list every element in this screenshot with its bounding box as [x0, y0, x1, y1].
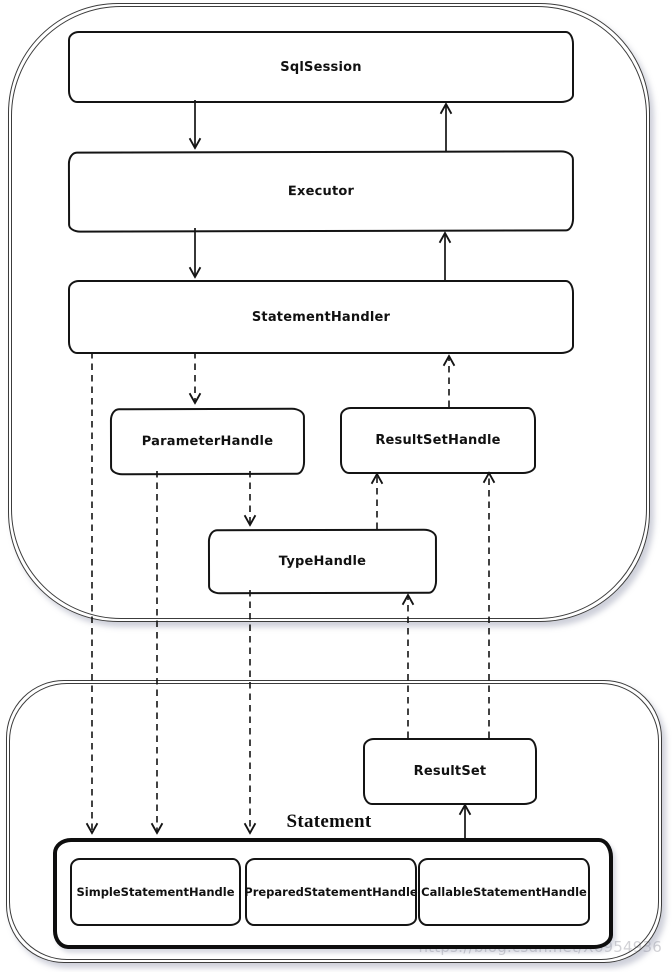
node-sqlsession: SqlSession [68, 31, 574, 103]
node-prepared-statement-handle: PreparedStatementHandle [244, 858, 418, 926]
node-sqlsession-label: SqlSession [280, 59, 362, 75]
node-resultset-label: ResultSet [413, 764, 487, 779]
node-callable-statement-handle-label: CallableStatementHandle [421, 885, 587, 899]
node-type-handle: TypeHandle [207, 528, 438, 595]
mybatis-core-container [8, 3, 650, 622]
node-simple-statement-handle-label: SimpleStatementHandle [76, 885, 235, 899]
node-resultset-handle: ResultSetHandle [340, 407, 536, 474]
node-resultset-handle-label: ResultSetHandle [375, 433, 501, 448]
node-statement-handler-label: StatementHandler [251, 309, 391, 325]
node-resultset: ResultSet [363, 738, 537, 805]
jdbc-layer-container [6, 680, 662, 963]
node-type-handle-label: TypeHandle [278, 553, 367, 570]
node-statement-handler: StatementHandler [68, 280, 574, 354]
node-parameter-handle: ParameterHandle [109, 407, 306, 476]
node-simple-statement-handle: SimpleStatementHandle [70, 858, 241, 926]
node-callable-statement-handle: CallableStatementHandle [418, 858, 590, 926]
node-prepared-statement-handle-label: PreparedStatementHandle [244, 885, 418, 899]
node-executor: Executor [67, 150, 575, 233]
statement-group-title: Statement [286, 811, 372, 832]
node-parameter-handle-label: ParameterHandle [141, 433, 274, 450]
node-executor-label: Executor [287, 183, 355, 200]
